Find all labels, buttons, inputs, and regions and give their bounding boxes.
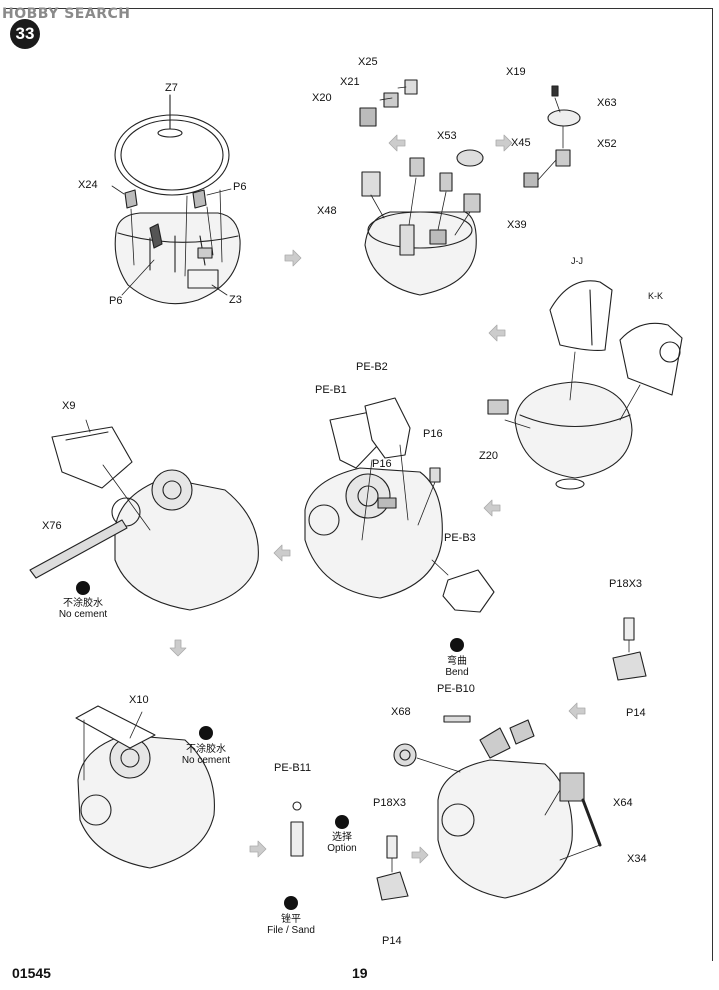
page-number: 19 — [352, 965, 368, 981]
note-en: File / Sand — [267, 925, 315, 936]
part-label-x24: X24 — [78, 179, 98, 191]
watermark: HOBBY SEARCH — [2, 6, 131, 22]
section-label-jj: J-J — [571, 256, 583, 266]
note-file-sand: 锉平 File / Sand — [251, 914, 331, 936]
part-label-pe-b3: PE-B3 — [444, 532, 476, 544]
note-cn: 选择 — [332, 832, 352, 843]
part-label-z7: Z7 — [165, 82, 178, 94]
part-label-p16: P16 — [423, 428, 443, 440]
part-label-z20: Z20 — [479, 450, 498, 462]
part-label-pe-b1: PE-B1 — [315, 384, 347, 396]
drawing-panel-4 — [304, 397, 495, 613]
part-label-x10: X10 — [129, 694, 149, 706]
part-label-x48: X48 — [317, 205, 337, 217]
note-en: Option — [327, 843, 357, 854]
part-label-x64: X64 — [613, 797, 633, 809]
section-label-kk: K-K — [648, 291, 664, 301]
drawing-panel-3 — [487, 280, 683, 490]
drawing-panel-1 — [111, 94, 241, 305]
kit-code: 01545 — [12, 965, 51, 981]
part-label-x19: X19 — [506, 66, 526, 78]
part-label-x52: X52 — [597, 138, 617, 150]
drawing-panel-5 — [29, 419, 259, 611]
note-cn: 不涂胶水 — [63, 598, 103, 609]
part-label-x53: X53 — [437, 130, 457, 142]
part-label-p14: P14 — [382, 935, 402, 947]
note-no-cement: 不涂胶水 No cement — [48, 598, 118, 620]
note-bend: 弯曲 Bend — [432, 656, 482, 678]
part-label-z3: Z3 — [229, 294, 242, 306]
note-en: Bend — [445, 667, 469, 678]
process-arrows — [169, 134, 586, 864]
part-label-x45: X45 — [511, 137, 531, 149]
step-number-badge: 33 — [10, 19, 40, 49]
part-label-x20: X20 — [312, 92, 332, 104]
part-label-x34: X34 — [627, 853, 647, 865]
part-label-x63: X63 — [597, 97, 617, 109]
drawing-panel-7 — [290, 617, 647, 901]
note-cn: 不涂胶水 — [186, 744, 226, 755]
part-label-x39: X39 — [507, 219, 527, 231]
part-label-p6: P6 — [109, 295, 123, 307]
note-cn: 锉平 — [281, 914, 301, 925]
part-label-p16: P16 — [372, 458, 392, 470]
note-option: 选择 Option — [318, 832, 366, 854]
part-label-p6: P6 — [233, 181, 247, 193]
drawing-panel-6 — [75, 705, 215, 869]
note-cn: 弯曲 — [447, 656, 467, 667]
part-label-pe-b2: PE-B2 — [356, 361, 388, 373]
part-label-x68: X68 — [391, 706, 411, 718]
part-label-x76: X76 — [42, 520, 62, 532]
part-label-p18x3: P18X3 — [373, 797, 407, 809]
part-label-p18x3: P18X3 — [609, 578, 643, 590]
note-en: No cement — [58, 609, 108, 620]
part-label-x9: X9 — [62, 400, 76, 412]
page-border — [6, 8, 713, 961]
part-label-pe-b10: PE-B10 — [437, 683, 475, 695]
note-en: No cement — [181, 755, 231, 766]
part-label-x21: X21 — [340, 76, 360, 88]
part-label-x25: X25 — [358, 56, 378, 68]
part-label-pe-b11: PE-B11 — [274, 762, 312, 774]
note-no-cement: 不涂胶水 No cement — [176, 744, 236, 766]
note-icons — [76, 581, 464, 910]
drawing-panel-2 — [359, 79, 581, 296]
part-label-p14: P14 — [626, 707, 646, 719]
